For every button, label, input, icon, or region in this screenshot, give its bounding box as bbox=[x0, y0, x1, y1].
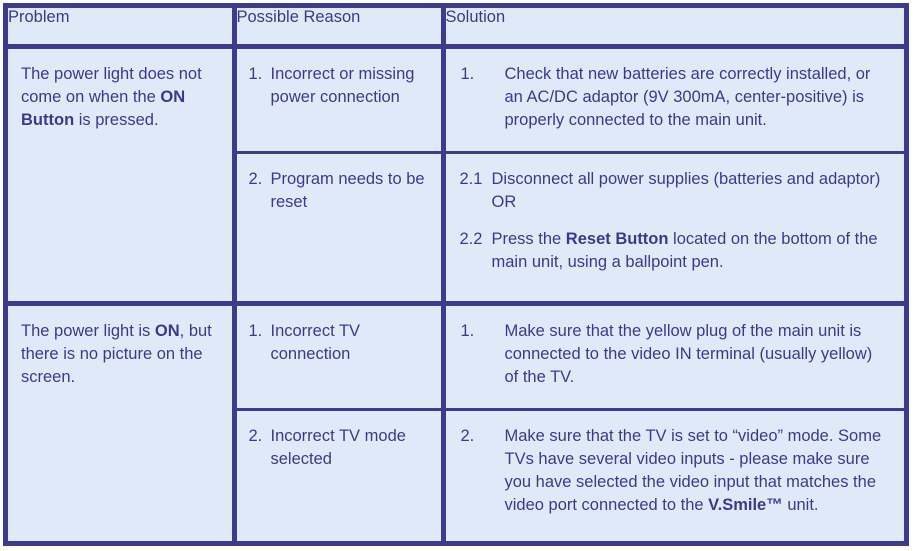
table-body: Problem Possible Reason Solution The pow… bbox=[8, 8, 904, 541]
problem-text-emphasis: ON Button bbox=[21, 88, 186, 129]
reason-item-number: 2. bbox=[248, 170, 263, 189]
solution-cell: 2.1 Disconnect all power supplies (batte… bbox=[440, 152, 904, 307]
problem-cell: The power light is ON, but there is no p… bbox=[8, 303, 234, 541]
reason-item-number: 1. bbox=[248, 322, 263, 341]
troubleshooting-table: Problem Possible Reason Solution The pow… bbox=[8, 8, 904, 541]
solution-cell: 1. Make sure that the yellow plug of the… bbox=[440, 303, 904, 412]
solution-item-text-lead: Press the bbox=[491, 230, 566, 249]
reason-item: 2. Program needs to be reset bbox=[249, 168, 441, 214]
solution-cell: 2. Make sure that the TV is set to “vide… bbox=[440, 409, 904, 541]
problem-text-tail: is pressed. bbox=[74, 111, 159, 129]
solution-item-text-emphasis: Reset Button bbox=[565, 230, 669, 249]
reason-cell: 2. Program needs to be reset bbox=[231, 152, 443, 307]
reason-item: 1. Incorrect TV connection bbox=[249, 320, 441, 366]
solution-item: 2. Make sure that the TV is set to “vide… bbox=[460, 425, 891, 517]
table-row: 2. Program needs to be reset 2.1 Disconn… bbox=[8, 152, 904, 307]
solution-item-number: 2.1 bbox=[459, 170, 483, 189]
problem-text-tail: , but there is no picture on the screen. bbox=[21, 322, 212, 387]
reason-item: 1. Incorrect or missing power connection bbox=[249, 63, 441, 109]
solution-item-text-emphasis: V.Smile™ bbox=[708, 496, 783, 515]
reason-item: 2. Incorrect TV mode selected bbox=[249, 425, 441, 471]
reason-item-text: Program needs to be reset bbox=[270, 170, 425, 212]
table-row: 2. Incorrect TV mode selected 2. Make su… bbox=[8, 409, 904, 541]
problem-text-emphasis: ON bbox=[154, 322, 180, 341]
solution-item-number: 2. bbox=[460, 427, 475, 446]
table-row: The power light is ON, but there is no p… bbox=[8, 303, 904, 541]
table-header-row: Problem Possible Reason Solution bbox=[8, 8, 904, 49]
solution-item-text-lead: Make sure that the yellow plug of the ma… bbox=[504, 322, 873, 387]
solution-item-text-lead: Check that new batteries are correctly i… bbox=[504, 65, 871, 129]
reason-item-text: Incorrect TV mode selected bbox=[270, 427, 406, 469]
reason-item-text: Incorrect TV connection bbox=[270, 322, 361, 364]
reason-cell: 1. Incorrect or missing power connection bbox=[231, 46, 443, 155]
column-header-problem: Problem bbox=[8, 8, 234, 49]
problem-cell: The power light does not come on when th… bbox=[8, 46, 234, 307]
solution-item-text-tail: located on the bottom of the main unit, … bbox=[491, 230, 878, 272]
solution-item-text-lead: Disconnect all power supplies (batteries… bbox=[491, 170, 881, 212]
reason-item-number: 1. bbox=[248, 65, 263, 83]
column-header-solution: Solution bbox=[440, 8, 904, 49]
problem-text-lead: The power light is bbox=[21, 322, 155, 341]
table-row: The power light does not come on when th… bbox=[8, 46, 904, 307]
reason-item-text: Incorrect or missing power connection bbox=[270, 65, 415, 106]
reason-cell: 1. Incorrect TV connection bbox=[231, 303, 443, 412]
reason-cell: 2. Incorrect TV mode selected bbox=[231, 409, 443, 541]
troubleshooting-table-container: Problem Possible Reason Solution The pow… bbox=[3, 3, 909, 546]
solution-cell: 1. Check that new batteries are correctl… bbox=[440, 46, 904, 155]
solution-item-number: 1. bbox=[460, 322, 475, 341]
reason-item-number: 2. bbox=[248, 427, 263, 446]
solution-item-number: 1. bbox=[460, 65, 475, 83]
solution-item-text-tail: unit. bbox=[782, 496, 819, 515]
problem-text-lead: The power light does not come on when th… bbox=[21, 65, 202, 106]
solution-item: 2.2 Press the Reset Button located on th… bbox=[460, 228, 891, 274]
solution-item: 1. Make sure that the yellow plug of the… bbox=[460, 320, 891, 389]
column-header-reason: Possible Reason bbox=[231, 8, 443, 49]
solution-item: 2.1 Disconnect all power supplies (batte… bbox=[460, 168, 891, 214]
solution-item-text-lead: Make sure that the TV is set to “video” … bbox=[504, 427, 882, 515]
solution-item: 1. Check that new batteries are correctl… bbox=[460, 63, 891, 132]
solution-item-number: 2.2 bbox=[459, 230, 483, 249]
